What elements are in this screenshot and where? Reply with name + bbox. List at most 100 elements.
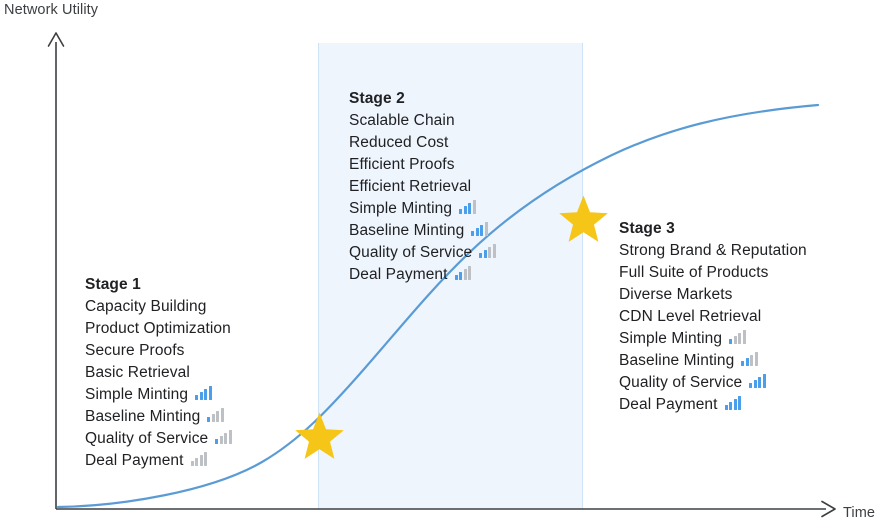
- stage-feature-row: Baseline Minting: [349, 220, 496, 242]
- stage-feature-label: Efficient Proofs: [349, 156, 455, 173]
- signal-bar: [204, 452, 208, 466]
- stage-feature-label: Quality of Service: [85, 430, 209, 447]
- signal-bar: [475, 228, 479, 236]
- signal-bar: [741, 361, 745, 366]
- signal-bar: [754, 352, 758, 366]
- signal-bars-icon: [749, 374, 766, 388]
- stage-feature-label: Product Optimization: [85, 320, 231, 337]
- stage-2-band: [318, 43, 583, 509]
- y-axis-label: Network Utility: [4, 2, 99, 18]
- stage-feature-label: Simple Minting: [619, 330, 723, 347]
- stage-feature-row: Simple Minting: [619, 328, 807, 350]
- stage-feature-row: Strong Brand & Reputation: [619, 240, 807, 262]
- signal-bars-icon: [190, 452, 208, 466]
- signal-bar: [472, 200, 476, 214]
- signal-bar: [220, 408, 224, 422]
- signal-bar: [471, 231, 475, 236]
- signal-bar: [468, 266, 472, 280]
- signal-bar: [738, 396, 742, 410]
- stage-feature-label: Baseline Minting: [349, 222, 465, 239]
- stage-feature-row: Reduced Cost: [349, 132, 496, 154]
- signal-bar: [195, 395, 199, 400]
- stage-feature-row: Full Suite of Products: [619, 262, 807, 284]
- signal-bars-icon: [729, 330, 746, 344]
- stage-feature-row: Deal Payment: [349, 264, 496, 286]
- stage-feature-label: Deal Payment: [85, 452, 184, 469]
- stage-feature-row: Quality of Service: [619, 372, 807, 394]
- signal-bars-icon: [215, 430, 232, 444]
- stage-feature-label: Secure Proofs: [85, 342, 185, 359]
- stage-feature-label: Diverse Markets: [619, 286, 733, 303]
- signal-bar: [733, 336, 737, 344]
- stage-feature-label: Deal Payment: [349, 266, 448, 283]
- stage-feature-row: Quality of Service: [85, 428, 232, 450]
- utility-s-curve: [56, 103, 820, 509]
- signal-bar: [480, 225, 484, 236]
- stage-2-title: Stage 2: [349, 90, 405, 107]
- signal-bar: [219, 436, 223, 444]
- stage-3-title: Stage 3: [619, 220, 675, 237]
- stage-feature-label: Quality of Service: [619, 374, 743, 391]
- stage-feature-row: Efficient Retrieval: [349, 176, 496, 198]
- signal-bar: [479, 253, 483, 258]
- stage-feature-label: Simple Minting: [85, 386, 189, 403]
- signal-bar: [738, 333, 742, 344]
- stage-feature-row: Diverse Markets: [619, 284, 807, 306]
- stage-feature-label: Reduced Cost: [349, 134, 449, 151]
- signal-bars-icon: [741, 352, 758, 366]
- signal-bar: [484, 222, 488, 236]
- stage-feature-row: Basic Retrieval: [85, 362, 232, 384]
- signal-bars-icon: [459, 200, 476, 214]
- signal-bar: [463, 269, 467, 280]
- signal-bar: [216, 411, 220, 422]
- signal-bars-icon: [471, 222, 488, 236]
- milestone-star-1: [295, 412, 344, 459]
- signal-bar: [215, 439, 219, 444]
- stage-feature-label: Simple Minting: [349, 200, 453, 217]
- stage-feature-label: Full Suite of Products: [619, 264, 769, 281]
- stage-feature-row: Scalable Chain: [349, 110, 496, 132]
- stage-feature-row: Secure Proofs: [85, 340, 232, 362]
- signal-bar: [742, 330, 746, 344]
- y-axis-arrowhead: [47, 32, 65, 47]
- signal-bars-icon: [454, 266, 472, 280]
- stage-feature-row: Quality of Service: [349, 242, 496, 264]
- signal-bar: [224, 433, 228, 444]
- signal-bar: [195, 458, 199, 466]
- stage-feature-row: Simple Minting: [85, 384, 232, 406]
- signal-bars-icon: [724, 396, 742, 410]
- signal-bar: [228, 430, 232, 444]
- stage-feature-row: Efficient Proofs: [349, 154, 496, 176]
- signal-bar: [199, 455, 203, 466]
- stage-feature-label: Efficient Retrieval: [349, 178, 472, 195]
- signal-bar: [724, 405, 728, 410]
- signal-bar: [190, 461, 194, 466]
- stage-feature-row: Baseline Minting: [619, 350, 807, 372]
- stage-feature-row: Product Optimization: [85, 318, 232, 340]
- signal-bar: [488, 247, 492, 258]
- stage-feature-label: Baseline Minting: [619, 352, 735, 369]
- signal-bar: [459, 209, 463, 214]
- signal-bar: [729, 402, 733, 410]
- signal-bar: [204, 389, 208, 400]
- signal-bars-icon: [479, 244, 496, 258]
- signal-bar: [733, 399, 737, 410]
- signal-bar: [459, 272, 463, 280]
- x-axis-arrowhead: [821, 500, 836, 518]
- stage-1-title: Stage 1: [85, 276, 141, 293]
- stage-feature-label: Basic Retrieval: [85, 364, 190, 381]
- signal-bar: [745, 358, 749, 366]
- signal-bar: [454, 275, 458, 280]
- signal-bar: [762, 374, 766, 388]
- signal-bar: [463, 206, 467, 214]
- signal-bar: [749, 383, 753, 388]
- signal-bars-icon: [207, 408, 224, 422]
- stage-feature-label: Deal Payment: [619, 396, 718, 413]
- signal-bar: [492, 244, 496, 258]
